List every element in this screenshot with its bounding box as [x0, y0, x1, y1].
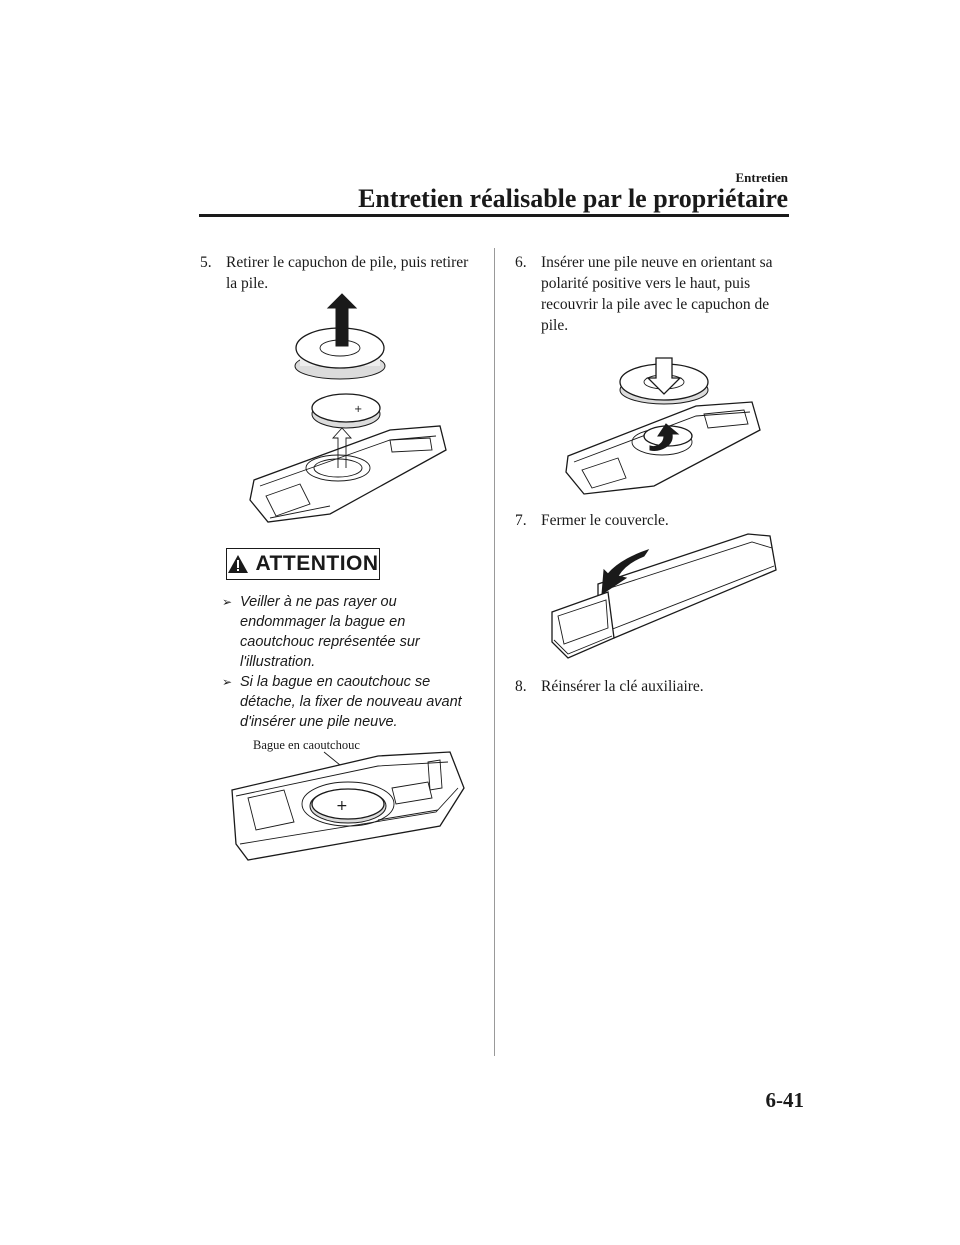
warning-triangle-icon	[228, 555, 249, 573]
battery-insert-illustration	[565, 357, 761, 495]
step-text: Fermer le couvercle.	[541, 512, 669, 529]
step-8: 8. Réinsérer la clé auxiliaire.	[515, 676, 785, 697]
step-number: 8.	[515, 678, 527, 695]
column-divider	[494, 248, 495, 1056]
page-number: 6-41	[765, 1088, 805, 1112]
close-cover-illustration	[551, 533, 777, 659]
rubber-ring-illustration: +	[231, 751, 465, 861]
section-name: Entretien	[735, 170, 788, 185]
arrow-bullet-icon: ➢	[222, 675, 233, 689]
arrow-bullet-icon: ➢	[222, 595, 233, 609]
caution-item: ➢ Veiller à ne pas rayer ou endommager l…	[222, 592, 472, 672]
caution-item-text: Si la bague en caoutchouc se détache, la…	[240, 674, 462, 730]
header-rule	[199, 214, 789, 217]
step-7: 7. Fermer le couvercle.	[515, 510, 785, 531]
battery-removal-illustration: +	[249, 293, 447, 523]
caution-item-text: Veiller à ne pas rayer ou endommager la …	[240, 594, 420, 670]
svg-text:+: +	[336, 798, 348, 814]
step-6: 6. Insérer une pile neuve en orientant s…	[515, 252, 785, 336]
caution-title: ATTENTION	[255, 552, 379, 575]
step-number: 6.	[515, 254, 527, 271]
page-title: Entretien réalisable par le propriétaire	[358, 184, 788, 213]
caution-item: ➢ Si la bague en caoutchouc se détache, …	[222, 672, 472, 732]
step-text: Insérer une pile neuve en orientant sa p…	[541, 254, 773, 334]
caution-header: ATTENTION	[226, 548, 380, 580]
step-number: 5.	[200, 254, 212, 271]
caution-list: ➢ Veiller à ne pas rayer ou endommager l…	[222, 592, 472, 732]
step-number: 7.	[515, 512, 527, 529]
step-text: Réinsérer la clé auxiliaire.	[541, 678, 704, 695]
step-text: Retirer le capuchon de pile, puis retire…	[226, 254, 469, 292]
svg-text:+: +	[354, 404, 362, 415]
step-5: 5. Retirer le capuchon de pile, puis ret…	[200, 252, 480, 294]
figure-label: Bague en caoutchouc	[253, 738, 360, 752]
